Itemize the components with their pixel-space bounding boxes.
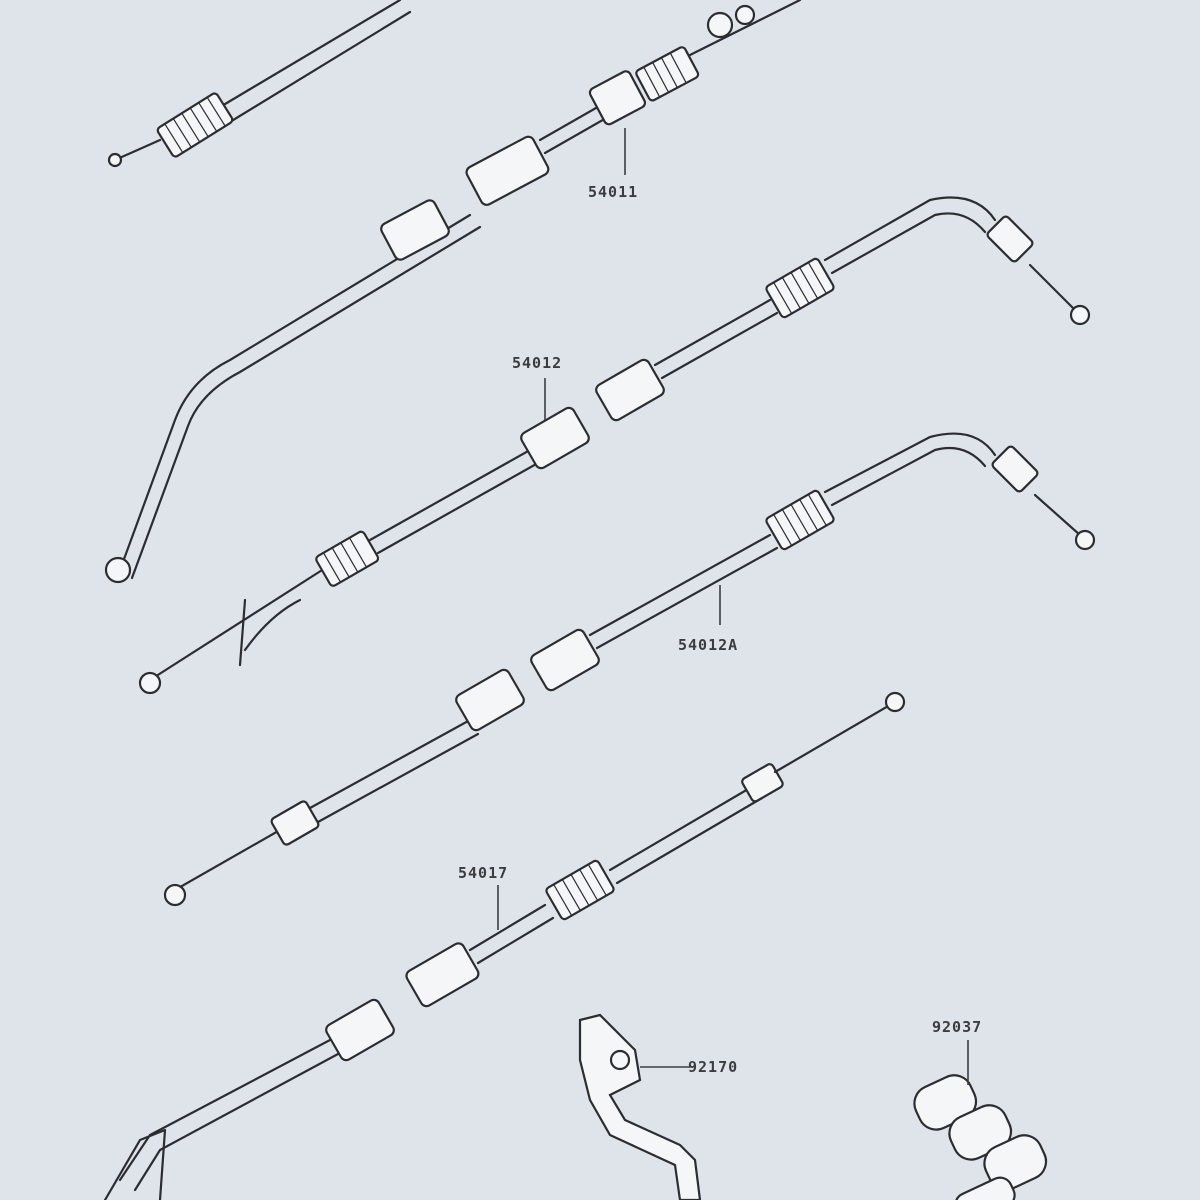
cable-54011: 54011 — [104, 0, 802, 584]
part-label-54012: 54012 — [512, 354, 562, 372]
clamp-92037: 92037 — [913, 1018, 1048, 1200]
part-label-54017: 54017 — [458, 864, 508, 882]
cable-54012a: 54012A — [163, 432, 1096, 907]
part-label-54011: 54011 — [588, 183, 638, 201]
part-label-92170: 92170 — [688, 1058, 738, 1076]
bracket-92170: 92170 — [578, 1013, 738, 1200]
cable-54012: 54012 — [138, 196, 1091, 695]
part-label-92037: 92037 — [932, 1018, 982, 1036]
cable-54017: 54017 — [103, 691, 906, 1200]
part-label-54012a: 54012A — [678, 636, 738, 654]
cable-top-left — [107, 0, 412, 168]
